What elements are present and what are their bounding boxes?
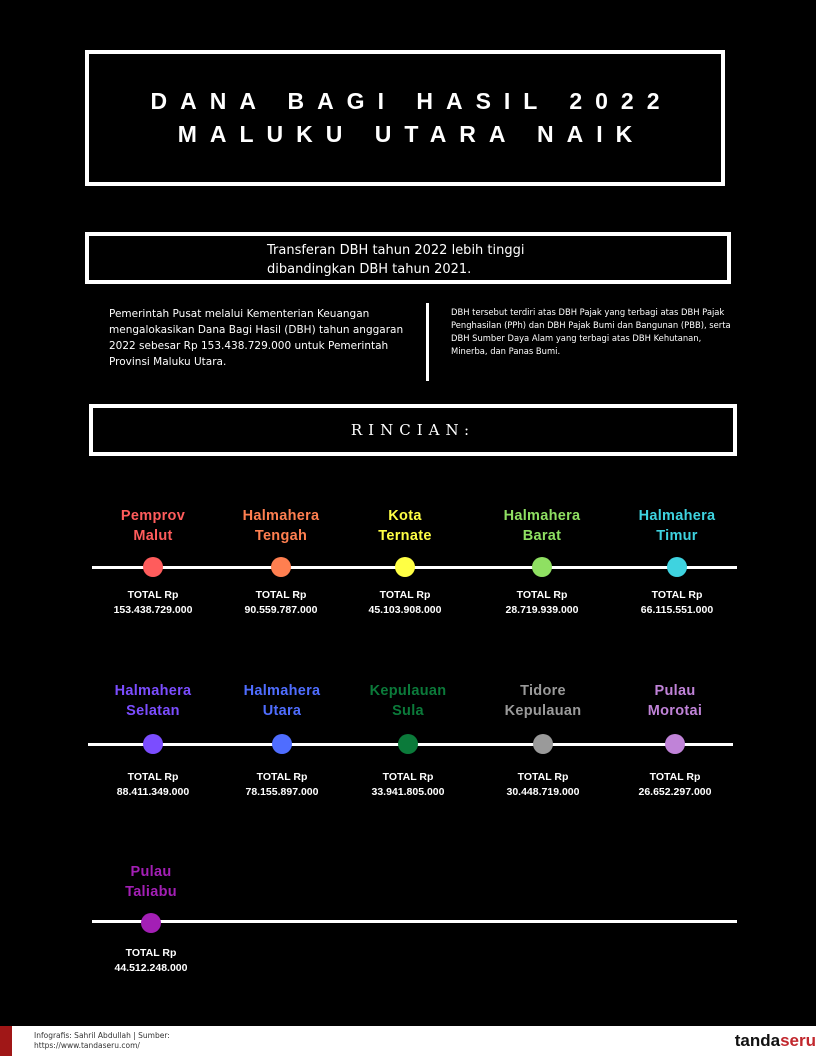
total-value: 26.652.297.000 bbox=[638, 786, 712, 798]
timeline-dot bbox=[395, 557, 415, 577]
intro-paragraph-right: DBH tersebut terdiri atas DBH Pajak yang… bbox=[451, 307, 731, 356]
timeline-dot bbox=[532, 557, 552, 577]
total-value: 44.512.248.000 bbox=[114, 962, 188, 974]
region-name-line-1: Pulau bbox=[654, 683, 696, 699]
region-name-line-1: Halmahera bbox=[114, 683, 192, 699]
region-name-line-2: Ternate bbox=[378, 528, 432, 544]
subtitle-line-1: Transferan DBH tahun 2022 lebih tinggi bbox=[267, 243, 525, 258]
region-name-line-2: Tengah bbox=[254, 528, 308, 544]
subtitle-box: Transferan DBH tahun 2022 lebih tinggi d… bbox=[85, 232, 731, 284]
footer-credit-line-1: Infografis: Sahril Abdullah | Sumber: bbox=[34, 1031, 170, 1040]
timeline-dot bbox=[667, 557, 687, 577]
timeline-dot bbox=[398, 734, 418, 754]
region-name-line-1: Halmahera bbox=[638, 508, 716, 524]
region-total: TOTAL Rp 26.652.297.000 bbox=[600, 770, 750, 800]
region-name-line-2: Selatan bbox=[126, 703, 180, 719]
footer-credit-line-2: https://www.tandaseru.com/ bbox=[34, 1041, 140, 1050]
region-total: TOTAL Rp 30.448.719.000 bbox=[468, 770, 618, 800]
total-label: TOTAL Rp bbox=[127, 589, 179, 601]
total-label: TOTAL Rp bbox=[256, 771, 308, 783]
region-name-line-1: Pemprov bbox=[120, 508, 186, 524]
timeline-dot bbox=[271, 557, 291, 577]
brand-logo: tandaseru bbox=[735, 1031, 816, 1051]
total-value: 153.438.729.000 bbox=[113, 604, 193, 616]
region-total: TOTAL Rp 33.941.805.000 bbox=[333, 770, 483, 800]
section-header: RINCIAN: bbox=[350, 421, 476, 439]
timeline-dot bbox=[141, 913, 161, 933]
vertical-divider bbox=[426, 303, 429, 381]
region-total: TOTAL Rp 90.559.787.000 bbox=[206, 588, 356, 618]
total-label: TOTAL Rp bbox=[127, 771, 179, 783]
region-name-line-1: Tidore bbox=[520, 683, 566, 699]
brand-logo-main: tanda bbox=[734, 1031, 781, 1050]
region-name-line-2: Utara bbox=[262, 703, 302, 719]
brand-logo-accent: seru bbox=[780, 1031, 816, 1050]
total-label: TOTAL Rp bbox=[517, 771, 569, 783]
total-label: TOTAL Rp bbox=[649, 771, 701, 783]
timeline-dot bbox=[143, 734, 163, 754]
timeline-dot bbox=[143, 557, 163, 577]
region-name-line-2: Sula bbox=[392, 703, 424, 719]
region-total: TOTAL Rp 45.103.908.000 bbox=[330, 588, 480, 618]
region-name-line-2: Kepulauan bbox=[504, 703, 582, 719]
total-value: 78.155.897.000 bbox=[245, 786, 319, 798]
subtitle-line-2: dibandingkan DBH tahun 2021. bbox=[267, 262, 472, 277]
subtitle-text: Transferan DBH tahun 2022 lebih tinggi d… bbox=[267, 241, 525, 279]
region-total: TOTAL Rp 153.438.729.000 bbox=[78, 588, 228, 618]
total-value: 66.115.551.000 bbox=[640, 604, 714, 616]
total-label: TOTAL Rp bbox=[379, 589, 431, 601]
timeline-dot bbox=[665, 734, 685, 754]
total-value: 30.448.719.000 bbox=[506, 786, 580, 798]
total-label: TOTAL Rp bbox=[516, 589, 568, 601]
total-value: 28.719.939.000 bbox=[505, 604, 579, 616]
region-total: TOTAL Rp 78.155.897.000 bbox=[207, 770, 357, 800]
total-value: 90.559.787.000 bbox=[244, 604, 318, 616]
region-name-line-1: Halmahera bbox=[243, 683, 321, 699]
total-label: TOTAL Rp bbox=[651, 589, 703, 601]
timeline-line bbox=[92, 920, 737, 923]
region-total: TOTAL Rp 28.719.939.000 bbox=[467, 588, 617, 618]
footer-credit: Infografis: Sahril Abdullah | Sumber: ht… bbox=[34, 1031, 170, 1051]
region-name-line-1: Kepulauan bbox=[369, 683, 447, 699]
title-line-2: MALUKU UTARA NAIK bbox=[177, 121, 646, 147]
section-header-box: RINCIAN: bbox=[89, 404, 737, 456]
title-box: DANA BAGI HASIL 2022 MALUKU UTARA NAIK bbox=[85, 50, 725, 186]
region-name-line-2: Malut bbox=[133, 528, 173, 544]
region-name-line-2: Morotai bbox=[647, 703, 703, 719]
region-total: TOTAL Rp 66.115.551.000 bbox=[602, 588, 752, 618]
region-total: TOTAL Rp 88.411.349.000 bbox=[78, 770, 228, 800]
region-total: TOTAL Rp 44.512.248.000 bbox=[76, 946, 226, 976]
region-name-line-1: Halmahera bbox=[503, 508, 581, 524]
region-name-line-2: Barat bbox=[522, 528, 562, 544]
footer-bar bbox=[0, 1026, 816, 1056]
footer-accent-strip bbox=[0, 1026, 12, 1056]
total-label: TOTAL Rp bbox=[255, 589, 307, 601]
timeline-dot bbox=[533, 734, 553, 754]
region-name-line-2: Timur bbox=[656, 528, 698, 544]
region-name-line-2: Taliabu bbox=[125, 884, 177, 900]
total-label: TOTAL Rp bbox=[125, 947, 177, 959]
total-value: 33.941.805.000 bbox=[371, 786, 445, 798]
region-name-line-1: Pulau bbox=[130, 864, 172, 880]
intro-paragraph-left: Pemerintah Pusat melalui Kementerian Keu… bbox=[109, 308, 404, 368]
title-line-1: DANA BAGI HASIL 2022 bbox=[150, 88, 673, 114]
timeline-dot bbox=[272, 734, 292, 754]
region-name-line-1: Kota bbox=[388, 508, 422, 524]
region-name-line-1: Halmahera bbox=[242, 508, 320, 524]
total-value: 45.103.908.000 bbox=[368, 604, 442, 616]
total-label: TOTAL Rp bbox=[382, 771, 434, 783]
total-value: 88.411.349.000 bbox=[116, 786, 190, 798]
